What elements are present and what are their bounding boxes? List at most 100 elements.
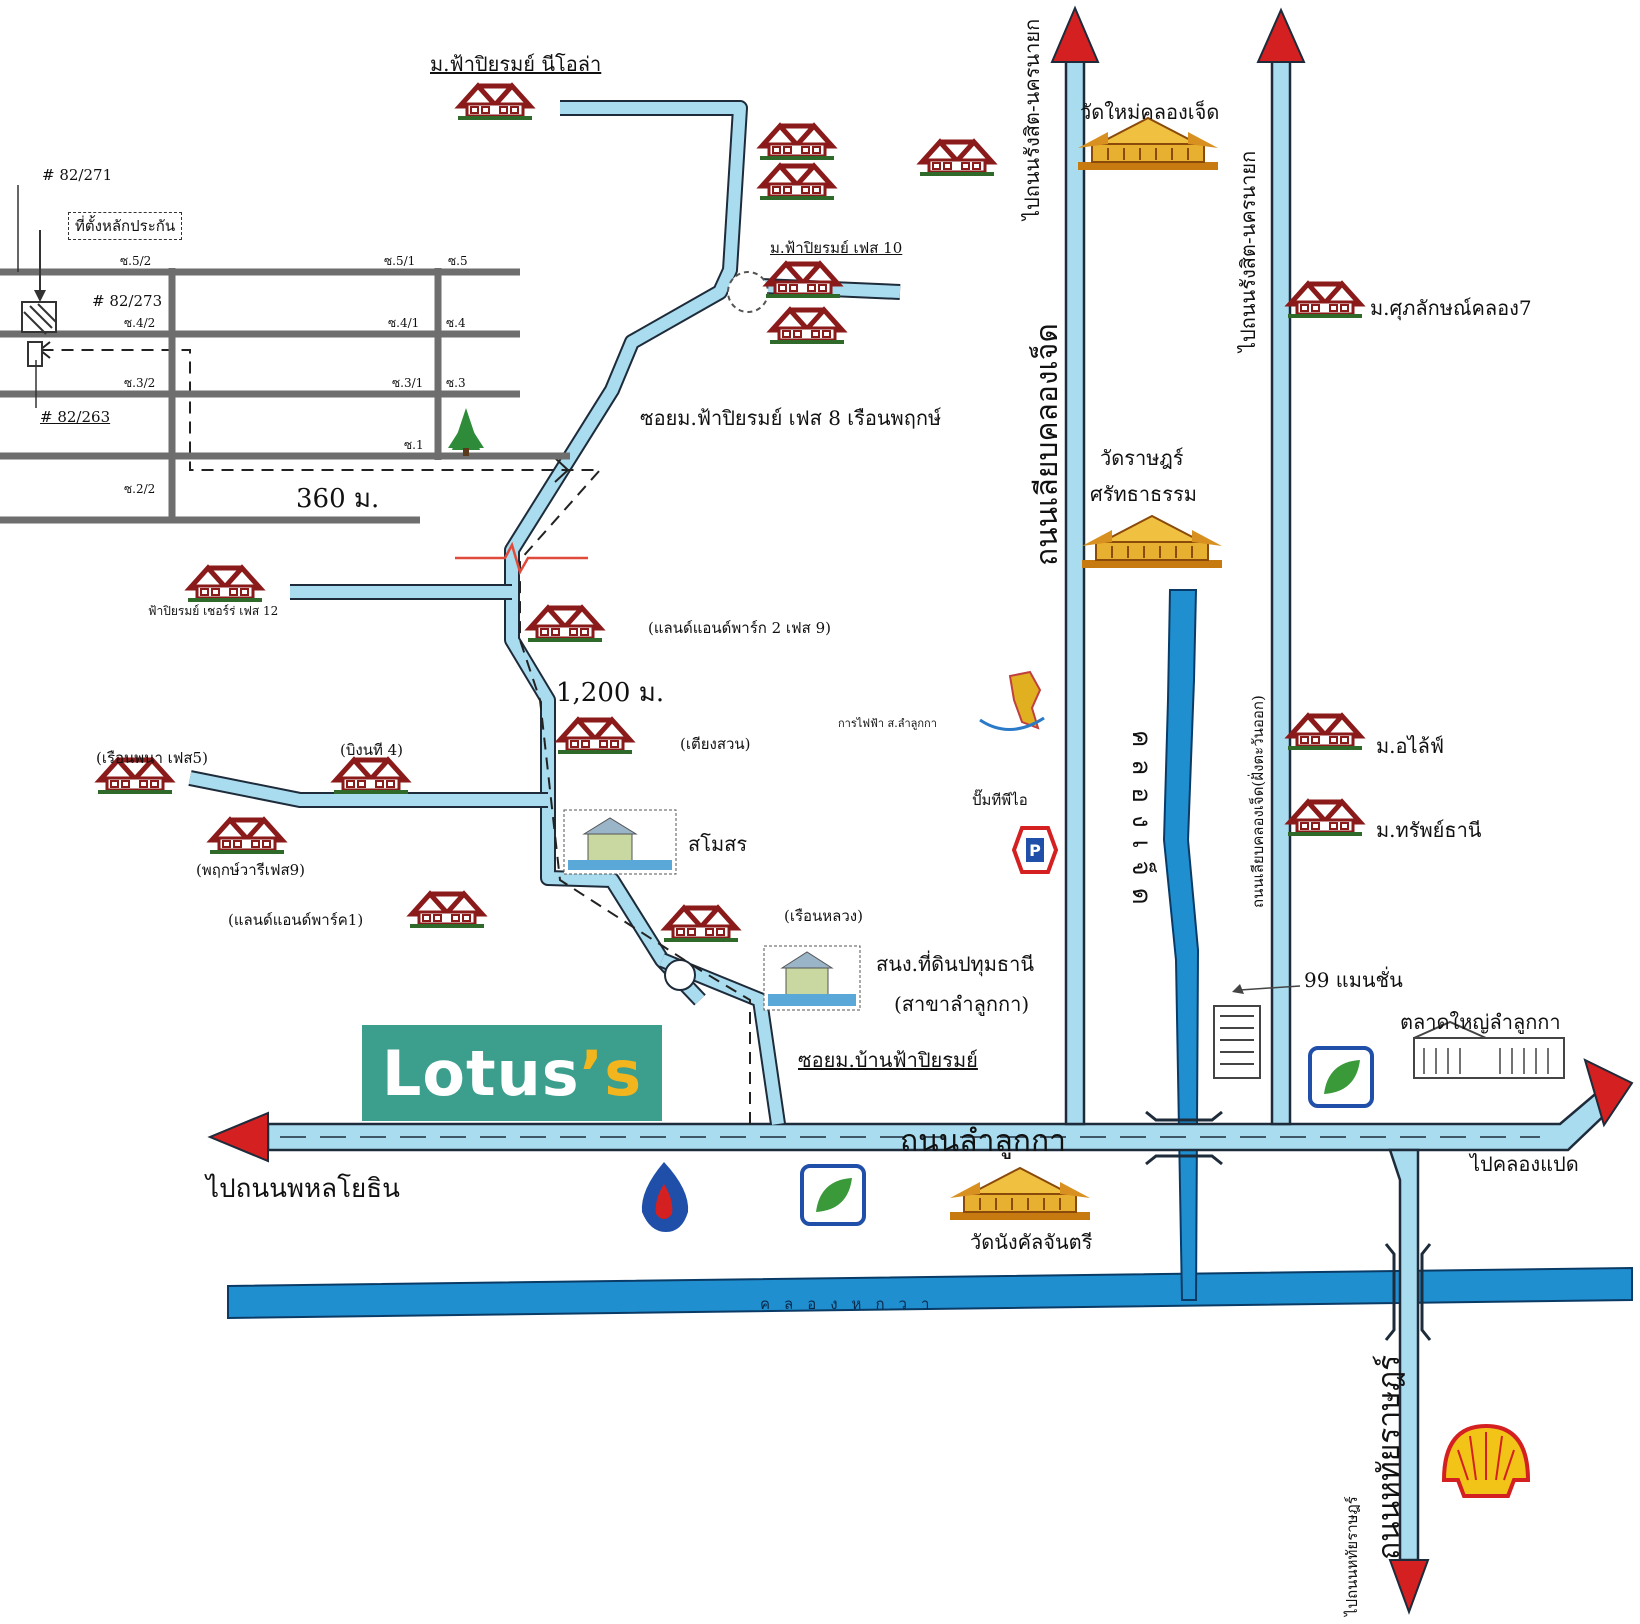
shell-icon — [1441, 1423, 1531, 1498]
plan-s52: ซ.5/2 — [120, 254, 152, 268]
label-bingo4: (บิงนที 4) — [340, 741, 404, 759]
khlong-jed-canal — [1162, 589, 1200, 1301]
house-icon — [458, 86, 532, 120]
lotus-logo: Lotus’s — [362, 1025, 662, 1121]
plan-s5: ซ.5 — [448, 254, 468, 268]
house-icon — [1288, 802, 1362, 836]
label-road-lamlukka: ถนนลำลูกกา — [900, 1124, 1066, 1159]
plan-lot-273: # 82/273 — [92, 292, 163, 310]
plan-s4: ซ.4 — [446, 316, 466, 330]
route-dashed — [40, 349, 751, 1124]
label-phruek9: (พฤกษ์วารีเฟส9) — [196, 861, 305, 879]
house-icon — [766, 264, 840, 298]
arrow-left — [207, 1111, 269, 1163]
label-market: ตลาดใหญ่ลำลูกกา — [1400, 1010, 1561, 1034]
plan-s3: ซ.3 — [446, 376, 466, 390]
plan-s51: ซ.5/1 — [384, 254, 416, 268]
temple-icon — [949, 1167, 1091, 1221]
label-soi-baan: ซอยม.บ้านฟ้าปิยรมย์ — [798, 1048, 978, 1072]
khlong7-road — [1064, 58, 1086, 1126]
tree-icon — [448, 408, 484, 456]
label-khlong-jed: คลองเจ็ด — [1126, 730, 1156, 917]
temple-icon — [1081, 515, 1223, 569]
label-landand1: (แลนด์แอนด์พาร์ค1) — [228, 911, 364, 929]
house-icon — [188, 568, 262, 602]
label-to-phahon: ไปถนนพหลโยธิน — [206, 1174, 400, 1204]
house-icon — [1288, 284, 1362, 318]
roundabout-north — [727, 271, 769, 313]
label-road-khlong7-east: ถนนเลียบคลองเจ็ด(ฝั่งตะวันออก) — [1249, 695, 1267, 908]
label-land-office-2: (สาขาลำลูกกา) — [894, 992, 1030, 1016]
label-to-hathai: ไปถนนหทัยราษฎร์ — [1343, 1496, 1361, 1616]
label-road-khlong7: ถนนเลียบคลองเจ็ด — [1030, 323, 1065, 566]
khlong7-east-road — [1270, 58, 1292, 1126]
house-icon — [210, 820, 284, 854]
clubhouse-picture — [563, 809, 677, 875]
pea-icon — [979, 670, 1045, 731]
label-wat-rat-2: ศรัทธาธรรม — [1090, 482, 1197, 506]
house-icon — [920, 142, 994, 176]
label-dist-360: 360 ม. — [296, 484, 380, 514]
label-khlong-hok: คลองหกวา — [760, 1295, 944, 1313]
pt-icon: P — [1011, 826, 1059, 874]
house-icon — [528, 608, 602, 642]
label-clubhouse: สโมสร — [688, 832, 748, 856]
label-dist-1200: 1,200 ม. — [556, 678, 665, 708]
house-icon — [1288, 716, 1362, 750]
site-plan — [0, 268, 570, 524]
roundabout-south — [664, 959, 696, 991]
lotus-apos: ’s — [579, 1036, 643, 1110]
house-icon — [334, 760, 408, 794]
plan-s22: ซ.2/2 — [124, 482, 156, 496]
bangchak-icon — [1308, 1046, 1374, 1108]
plan-s31: ซ.3/1 — [392, 376, 424, 390]
plan-s32: ซ.3/2 — [124, 376, 156, 390]
market-icon — [1413, 1020, 1565, 1079]
house-icon — [760, 166, 834, 200]
building-icon — [1213, 1005, 1261, 1079]
label-rueanphana: (เรือนพนา เฟส5) — [96, 749, 208, 767]
label-tiangsuan: (เตียงสวน) — [680, 735, 751, 753]
label-soi-phase8: ซอยม.ฟ้าปิยรมย์ เฟส 8 เรือนพฤกษ์ — [640, 406, 942, 430]
bridge-hathai — [1384, 1243, 1432, 1341]
break-mark — [455, 541, 588, 576]
label-wat-mai: วัดใหม่คลองเจ็ด — [1080, 100, 1220, 124]
svg-text:P: P — [1029, 841, 1041, 860]
arrow-right — [1583, 1058, 1634, 1128]
lotus-word: Lotus — [381, 1036, 580, 1110]
label-to-rangsit-1: ไปถนนรังสิต-นครนายก — [1020, 18, 1044, 220]
house-icon — [664, 908, 738, 942]
plan-s1: ซ.1 — [404, 438, 424, 452]
plan-s41: ซ.4/1 — [388, 316, 420, 330]
house-icon — [770, 310, 844, 344]
label-m-sap: ม.ทรัพย์ธานี — [1376, 818, 1482, 842]
label-mansion99: 99 แมนชั่น — [1304, 968, 1403, 992]
plan-lot-263: # 82/263 — [40, 408, 111, 426]
plan-pillar: ที่ตั้งหลักประกัน — [68, 212, 183, 240]
land-office-picture — [763, 945, 861, 1011]
label-cherry12: ฟ้าปิยรมย์ เชอร์ร่ เฟส 12 — [148, 604, 279, 618]
label-pea: การไฟฟ้า ส.ลำลูกกา — [838, 717, 937, 730]
bridge-lamlukka — [1145, 1110, 1223, 1166]
house-icon — [410, 894, 484, 928]
label-to-rangsit-2: ไปถนนรังสิต-นครนายก — [1236, 150, 1260, 352]
plan-lot-271: # 82/271 — [42, 166, 113, 184]
house-icon — [760, 126, 834, 160]
bangchak-icon — [800, 1164, 866, 1226]
ptt-icon — [641, 1162, 689, 1232]
label-rueanluang: (เรือนหลวง) — [784, 907, 863, 925]
label-land-office-1: สนง.ที่ดินปทุมธานี — [876, 952, 1035, 976]
label-wat-nang: วัดนังคัลจันตรี — [970, 1230, 1093, 1254]
label-suk-khlong7: ม.ศุภลักษณ์คลอง7 — [1370, 296, 1532, 320]
khlong-hok-wa-canal — [227, 1266, 1633, 1320]
label-landand2: (แลนด์แอนด์พาร์ก 2 เฟส 9) — [648, 619, 831, 637]
label-phase10: ม.ฟ้าปิยรมย์ เฟส 10 — [770, 239, 903, 257]
label-ptt: ปั๊มทีพีไอ — [972, 791, 1028, 809]
label-wat-rat-1: วัดราษฎร์ — [1100, 446, 1184, 470]
label-nilocha: ม.ฟ้าปิยรมย์ นีโอล่า — [430, 52, 602, 76]
plan-s42: ซ.4/2 — [124, 316, 156, 330]
label-m-alive: ม.อไล้ฟ์ — [1376, 734, 1445, 758]
label-road-hathai: ถนนหทัยราษฎร์ — [1372, 1354, 1407, 1560]
house-icon — [558, 720, 632, 754]
